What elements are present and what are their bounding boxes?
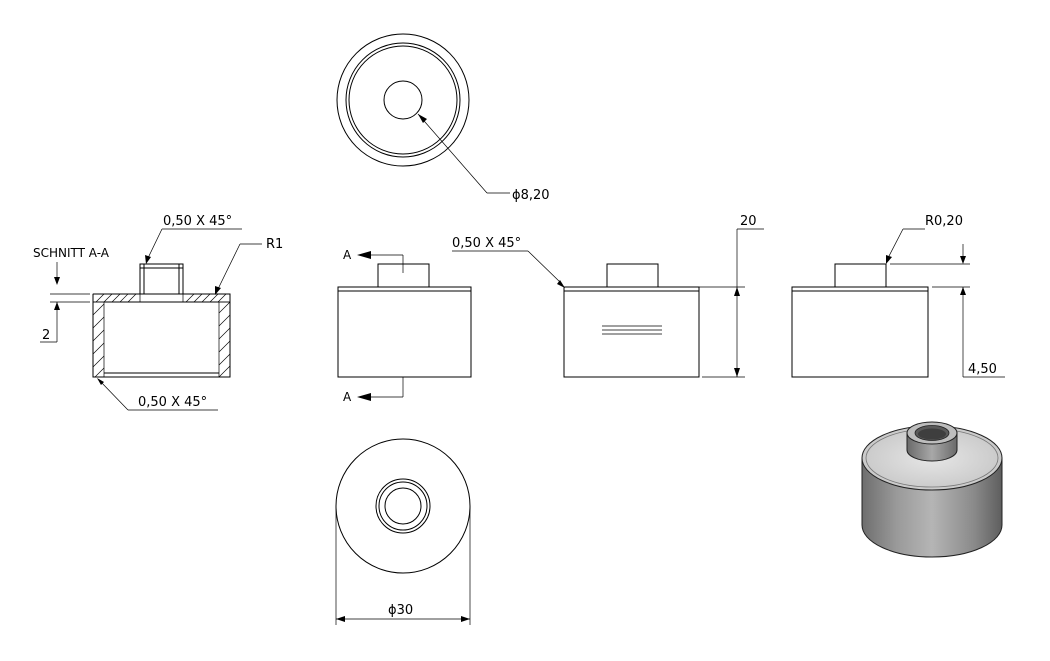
section-hatching	[92, 293, 231, 378]
bore-diameter-label: ϕ8,20	[512, 188, 550, 203]
section-chamfer-top-label: 0,50 X 45°	[163, 214, 232, 229]
isometric-view	[861, 421, 1003, 558]
section-marker-top: A	[343, 248, 352, 262]
front-view: A A	[337, 248, 472, 404]
outer-diameter-label: ϕ30	[388, 603, 413, 618]
overall-height-label: 20	[740, 214, 757, 229]
side-view: 0,50 X 45° 20	[452, 214, 764, 378]
body-height-label: 4,50	[968, 362, 997, 377]
section-depth-label: 2	[42, 328, 50, 343]
right-view: R0,20 4,50	[791, 214, 1005, 378]
top-fillet-label: R0,20	[925, 214, 963, 229]
section-view: SCHNITT A-A	[33, 214, 283, 411]
section-fillet-label: R1	[266, 237, 283, 252]
front-chamfer-label: 0,50 X 45°	[452, 236, 521, 251]
section-marker-bottom: A	[343, 390, 352, 404]
section-title: SCHNITT A-A	[33, 246, 110, 260]
bottom-view: ϕ30	[335, 438, 471, 625]
top-view: ϕ8,20	[336, 33, 550, 203]
section-chamfer-bottom-label: 0,50 X 45°	[138, 395, 207, 410]
